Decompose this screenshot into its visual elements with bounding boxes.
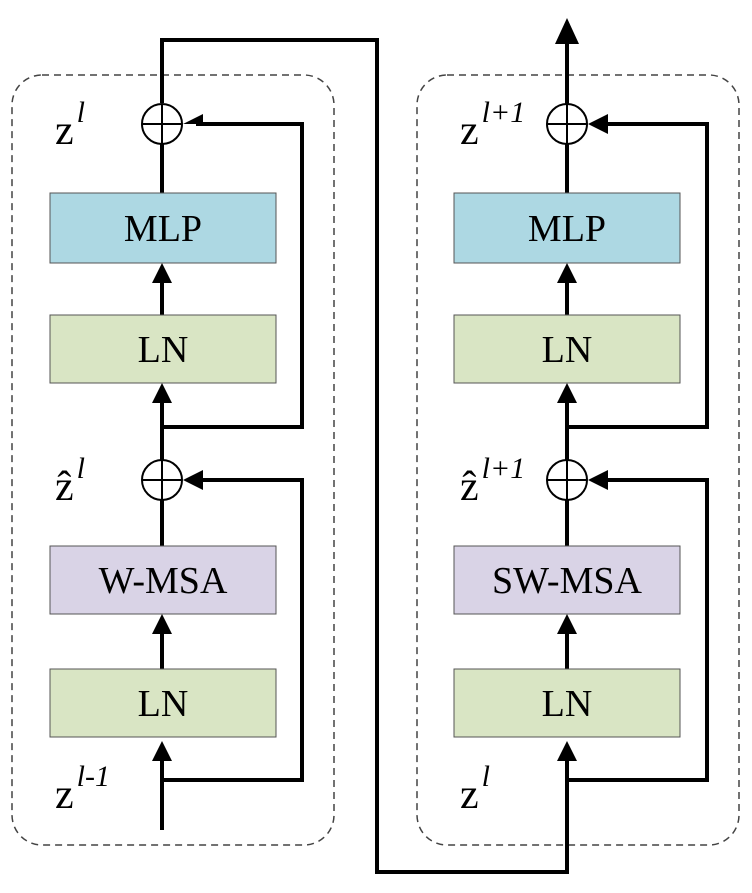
right-ln-top-label: LN: [542, 329, 593, 371]
right-ln-top-box: [453, 314, 681, 384]
left-residual-2: [162, 122, 304, 429]
left-ln-bottom-label: LN: [138, 683, 189, 725]
left-top-sum-node: [141, 103, 183, 145]
left-ln-top-box: [49, 314, 277, 384]
right-ln-bottom-label: LN: [542, 683, 593, 725]
left-arrow-into-wmsa: [152, 614, 172, 634]
left-arrow-into-ln-top: [152, 383, 172, 403]
right-residual-2: [567, 122, 709, 429]
right-arrow-into-swmsa: [557, 614, 577, 634]
left-residual-1-arrowhead: [183, 470, 203, 490]
right-residual-1-arrowhead: [588, 470, 608, 490]
left-block-frame: [11, 74, 335, 846]
right-swmsa-box: [453, 545, 681, 615]
left-arrow-into-ln-bottom: [152, 741, 172, 761]
inter-block-connection: [160, 38, 569, 874]
right-arrow-into-ln-bottom: [557, 741, 577, 761]
right-residual-2-arrowhead: [588, 114, 608, 134]
right-arrow-into-ln-top: [557, 383, 577, 403]
right-mid-sum-node: [546, 459, 588, 501]
right-output-arrowhead: [555, 18, 579, 44]
left-mlp-label: MLP: [124, 208, 202, 250]
right-mlp-box: [453, 192, 681, 264]
left-wmsa-box: [49, 545, 277, 615]
left-ln-bottom-box: [49, 668, 277, 738]
left-arrow-into-mlp: [152, 263, 172, 283]
right-swmsa-label: SW-MSA: [492, 560, 642, 602]
left-residual-2-arrowhead: [183, 114, 203, 134]
left-wmsa-label: W-MSA: [99, 560, 228, 602]
right-mlp-label: MLP: [528, 208, 606, 250]
left-mid-sum-node: [141, 459, 183, 501]
right-ln-bottom-box: [453, 668, 681, 738]
right-residual-1: [567, 478, 709, 782]
right-arrow-into-mlp: [557, 263, 577, 283]
left-ln-top-label: LN: [138, 329, 189, 371]
left-mlp-box: [49, 192, 277, 264]
right-block-frame: [416, 74, 740, 846]
left-residual-1: [162, 478, 304, 782]
right-top-sum-node: [546, 103, 588, 145]
